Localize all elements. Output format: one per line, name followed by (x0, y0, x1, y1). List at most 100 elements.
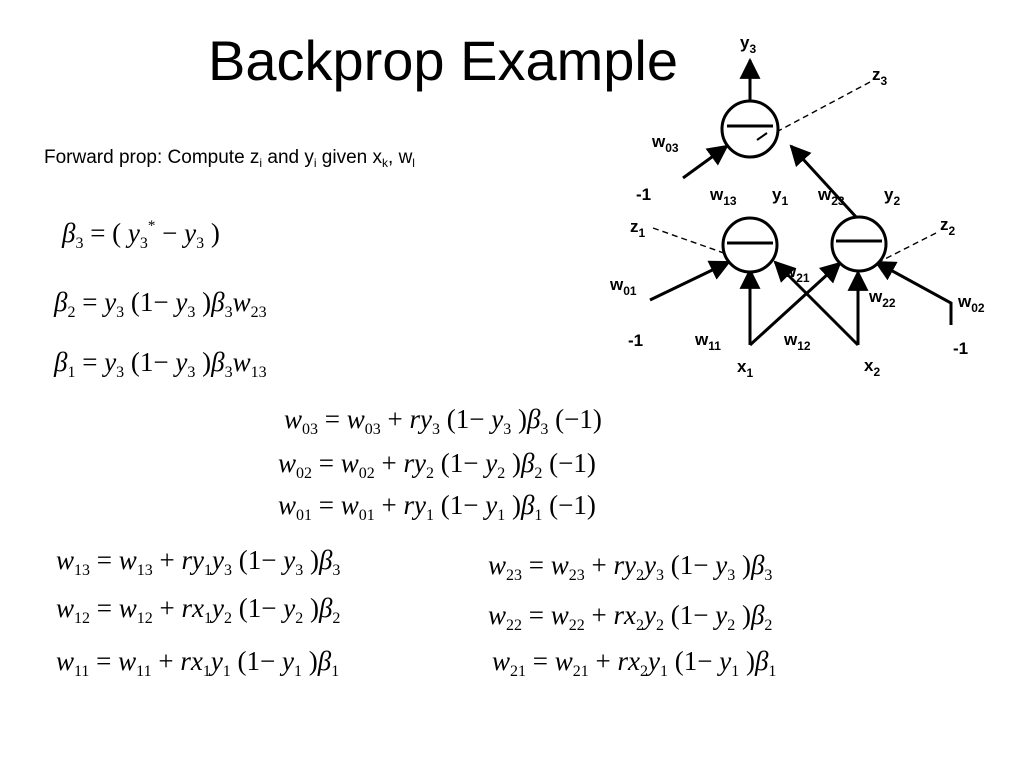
eq-token: β (750, 600, 765, 630)
eq-w12: w12 = w12 + rx1y2 (1− y2 )β2 (56, 593, 340, 628)
eq-token: (1− (124, 347, 176, 377)
edge-y1-to-node3 (682, 144, 729, 180)
eq-token: 21 (572, 663, 589, 680)
eq-token: ry (403, 448, 427, 478)
eq-token: w (550, 600, 569, 630)
eq-token: 2 (332, 610, 341, 627)
label-y1: y1 (772, 185, 788, 208)
eq-token: ) (511, 404, 527, 434)
eq-token: (−1) (548, 404, 602, 434)
eq-token: 12 (136, 610, 153, 627)
eq-token: (1− (434, 490, 486, 520)
subtitle-sub-l: l (412, 156, 415, 170)
eq-token: β (317, 646, 332, 676)
eq-token: y (283, 593, 296, 623)
eq-token: + (151, 646, 181, 676)
eq-token: w (232, 287, 251, 317)
eq-token: = (89, 646, 119, 676)
eq-token: y (175, 287, 188, 317)
eq-token: 2 (764, 617, 773, 634)
eq-token: = (90, 593, 119, 623)
eq-token: (1− (667, 646, 720, 676)
eq-token: 3 (655, 567, 664, 584)
slide-subtitle: Forward prop: Compute zi and yi given xk… (44, 147, 415, 170)
eq-token: β (54, 347, 68, 377)
eq-beta2: β2 = y3 (1− y3 )β3w23 (54, 287, 267, 322)
eq-token: ) (505, 490, 521, 520)
eq-token: β (54, 287, 68, 317)
eq-token: ) (735, 550, 751, 580)
eq-token: w (56, 545, 75, 575)
eq-token: ry (181, 545, 205, 575)
eq-token: w (118, 593, 137, 623)
eq-token: y (184, 218, 197, 248)
eq-w22: w22 = w22 + rx2y2 (1− y2 )β2 (488, 600, 772, 635)
eq-token: 23 (250, 304, 267, 321)
eq-token: w (118, 545, 137, 575)
label-minus1-top: -1 (636, 185, 651, 204)
eq-token: y (282, 646, 294, 676)
eq-token: 3 (224, 364, 233, 381)
eq-token: 1 (222, 663, 231, 680)
eq-token: ) (739, 646, 755, 676)
eq-token: 3 (503, 421, 512, 438)
eq-token: ) (303, 545, 319, 575)
eq-token: = (318, 404, 347, 434)
eq-token: w (340, 448, 359, 478)
eq-token: 3 (224, 304, 233, 321)
eq-token: 1 (768, 663, 777, 680)
eq-token: 3 (187, 304, 196, 321)
eq-token: ) (195, 347, 212, 377)
eq-token: 2 (655, 617, 664, 634)
edge-w02-to-node2 (874, 260, 953, 325)
eq-token: 23 (568, 567, 585, 584)
eq-token: + (152, 593, 182, 623)
eq-token: w (278, 448, 297, 478)
eq-token: y (210, 646, 223, 676)
eq-token: 2 (295, 610, 304, 627)
edge-x2-to-node1 (773, 260, 860, 347)
label-w11: w11 (694, 330, 721, 353)
eq-token: = (90, 545, 119, 575)
eq-token: 13 (136, 562, 153, 579)
eq-token: 2 (426, 465, 434, 482)
eq-token: − (155, 218, 185, 248)
eq-token: 3 (295, 562, 304, 579)
eq-token: (1− (230, 646, 283, 676)
eq-token: + (584, 550, 614, 580)
eq-token: β (526, 404, 541, 434)
slide-title: Backprop Example (208, 29, 679, 92)
eq-token: rx (613, 600, 637, 630)
eq-token: (1− (231, 593, 284, 623)
eq-token: y (715, 550, 728, 580)
eq-token: y (485, 490, 498, 520)
eq-token: = (522, 550, 551, 580)
eq-token: 1 (202, 663, 211, 680)
eq-token: y (648, 646, 660, 676)
eq-token: 3 (432, 421, 440, 438)
node-3 (720, 99, 780, 159)
subtitle-text-4: , w (388, 147, 413, 168)
eq-token: β (211, 287, 225, 317)
eq-token: (1− (663, 600, 716, 630)
eq-token: y (644, 550, 656, 580)
eq-token: 2 (67, 304, 76, 321)
eq-token: 1 (67, 364, 76, 381)
label-w12: w12 (783, 330, 811, 353)
eq-token: 3 (196, 235, 205, 252)
eq-token: 1 (659, 663, 668, 680)
eq-token: (1− (440, 404, 492, 434)
label-z3: z3 (872, 65, 888, 88)
eq-token: 03 (302, 421, 319, 438)
eq-token: rx (180, 646, 203, 676)
subtitle-sub-i2: i (313, 156, 317, 170)
eq-token: β (520, 448, 535, 478)
eq-token: = (312, 490, 341, 520)
eq-token: + (152, 545, 182, 575)
eq-token: β (520, 490, 535, 520)
eq-token: y (175, 347, 188, 377)
eq-w02: w02 = w02 + ry2 (1− y2 )β2 (−1) (278, 448, 596, 483)
eq-token: (1− (231, 545, 284, 575)
eq-token: w (492, 646, 511, 676)
